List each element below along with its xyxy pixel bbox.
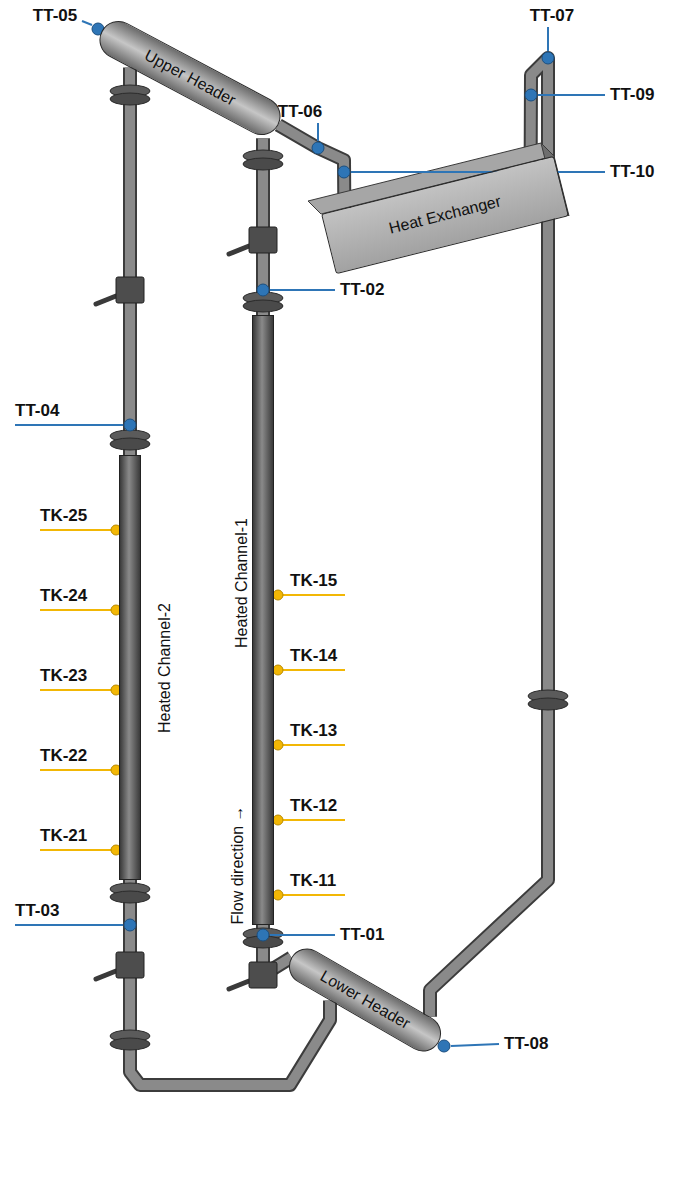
leader-line (40, 769, 112, 771)
sensor-tag: TT-09 (610, 86, 654, 105)
sensor-tag: TT-02 (340, 281, 384, 300)
thermocouple-tag: TK-12 (290, 797, 337, 816)
flange-disc (110, 891, 150, 903)
sensor-tag: TT-10 (610, 163, 654, 182)
heat-exchanger-box: Heat Exchanger (321, 156, 569, 274)
heated-tube (119, 455, 141, 880)
valve (229, 227, 277, 254)
thermocouple-tag: TK-22 (40, 747, 87, 766)
flange (110, 883, 150, 903)
thermocouple-tag: TK-25 (40, 507, 87, 526)
leader-line (15, 924, 123, 926)
thermocouple-tag: TK-24 (40, 587, 87, 606)
leader-line (82, 21, 92, 25)
leader-line (538, 94, 605, 96)
valve-body (116, 277, 144, 303)
flow-note: Flow direction → (229, 805, 247, 924)
flange (110, 430, 150, 450)
leader-line (317, 123, 319, 141)
sensor-dot (312, 142, 324, 154)
valve-handle (96, 296, 116, 304)
header-cylinder: Lower Header (282, 942, 447, 1058)
exchanger-label: Heat Exchanger (387, 192, 503, 238)
leader-line (40, 529, 112, 531)
flange (528, 690, 568, 710)
sensor-dot (542, 52, 554, 64)
valve-handle (96, 971, 116, 979)
valve-body (116, 952, 144, 978)
sensor-dot (124, 919, 136, 931)
flange (110, 85, 150, 105)
thermocouple-dot (273, 590, 283, 600)
thermocouple-dot (273, 740, 283, 750)
channel-label: Heated Channel-1 (233, 518, 251, 648)
heated-channel: Heated Channel-2 (119, 455, 189, 880)
valve (96, 277, 144, 304)
thermocouple-tag: TK-11 (290, 872, 336, 891)
leader-line (282, 819, 345, 821)
leader-line (40, 609, 112, 611)
sensor-dot (257, 929, 269, 941)
sensor-tag: TT-08 (504, 1035, 548, 1054)
sensor-tag: TT-07 (530, 7, 574, 26)
sensor-tag: TT-01 (340, 926, 384, 945)
valve (96, 952, 144, 979)
sensor-dot (438, 1040, 450, 1052)
sensor-tag: TT-04 (15, 402, 59, 421)
leader-line (282, 744, 345, 746)
header-label: Lower Header (317, 967, 413, 1033)
sensor-dot (525, 89, 537, 101)
valve-handle (229, 981, 249, 989)
thermocouple-tag: TK-13 (290, 722, 337, 741)
leader-line (270, 289, 335, 291)
flange-disc (528, 698, 568, 710)
sensor-tag: TT-06 (278, 103, 322, 122)
valve-body (249, 227, 277, 253)
pipe-outline (123, 68, 137, 455)
flange-disc (243, 158, 283, 170)
flange-disc (110, 438, 150, 450)
thermocouple-tag: TK-21 (40, 827, 87, 846)
sensor-dot (338, 166, 350, 178)
valve-handle (229, 246, 249, 254)
flange-disc (110, 1038, 150, 1050)
thermocouple-tag: TK-23 (40, 667, 87, 686)
leader-line (270, 934, 335, 936)
thermocouple-dot (273, 890, 283, 900)
leader-line (15, 424, 123, 426)
leader-line (40, 689, 112, 691)
leader-line (282, 669, 345, 671)
thermocouple-tag: TK-15 (290, 572, 337, 591)
sensor-dot (124, 419, 136, 431)
flange (110, 1030, 150, 1050)
leader-line (451, 1044, 499, 1046)
thermocouple-dot (273, 815, 283, 825)
flange (243, 150, 283, 170)
leader-line (282, 894, 345, 896)
thermocouple-tag: TK-14 (290, 647, 337, 666)
pipe-connector (125, 68, 135, 455)
sensor-dot (257, 284, 269, 296)
thermocouple-dot (273, 665, 283, 675)
flange-disc (243, 300, 283, 312)
leader-line (40, 849, 112, 851)
leader-line (351, 171, 605, 173)
valve-body (249, 962, 277, 988)
flange-disc (110, 93, 150, 105)
tt-leaders (15, 21, 605, 1046)
header-cylinder: Upper Header (93, 14, 287, 141)
valve (229, 962, 277, 989)
header-label: Upper Header (141, 46, 238, 109)
tk-leaders (40, 530, 345, 895)
sensor-tag: TT-05 (33, 7, 77, 26)
sensor-tag: TT-03 (15, 902, 59, 921)
channel-label: Heated Channel-2 (156, 603, 174, 733)
flange (243, 928, 283, 948)
leader-line (547, 27, 549, 51)
heated-tube (252, 315, 274, 925)
leader-line (282, 594, 345, 596)
